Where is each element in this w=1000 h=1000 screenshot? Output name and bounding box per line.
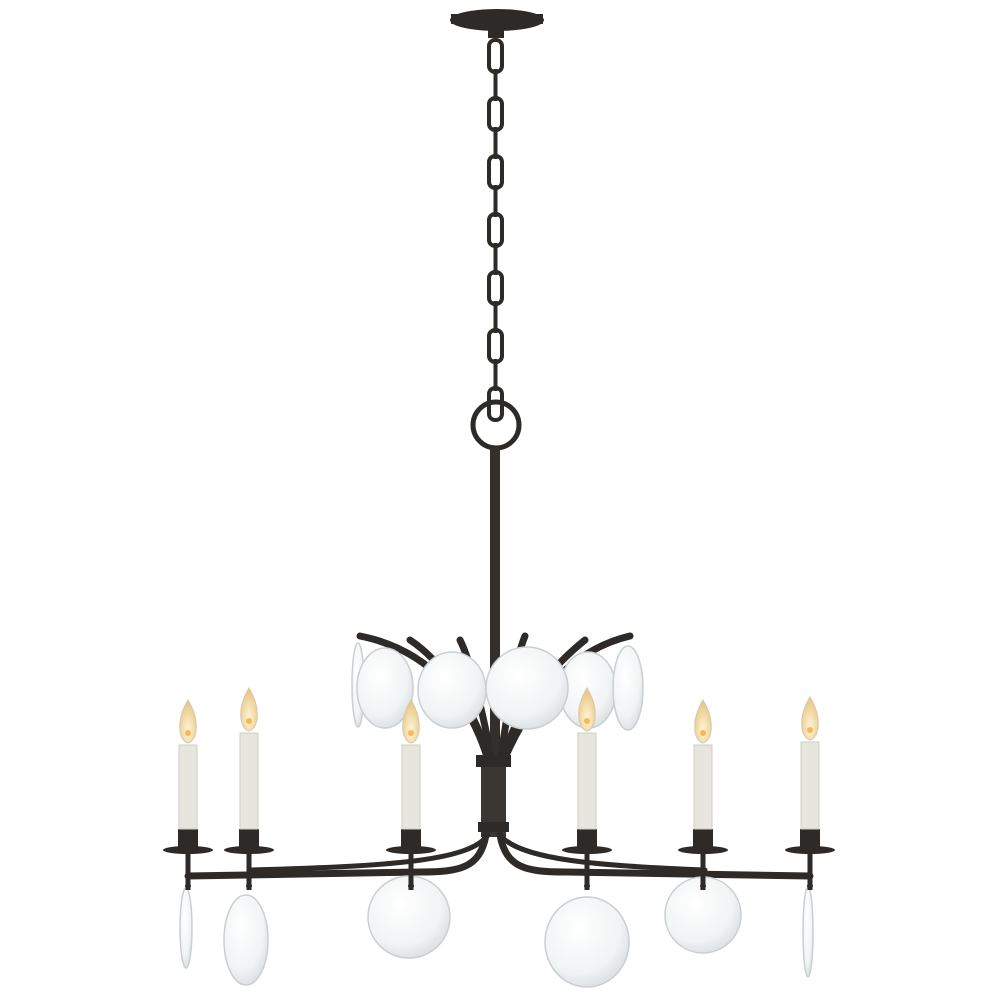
glass-disc — [223, 894, 269, 986]
bobeche — [386, 846, 436, 854]
glass-disc — [417, 651, 487, 729]
ceiling-canopy — [450, 9, 544, 38]
bulb-filament — [807, 727, 813, 733]
glass-disc — [544, 896, 630, 988]
candle-cup — [800, 829, 820, 849]
chain-link — [487, 270, 504, 306]
candle-sleeve — [577, 732, 597, 830]
candle-cup — [577, 829, 597, 849]
candle-socket — [224, 687, 274, 890]
disc-hook — [807, 883, 813, 889]
flame-bulb-icon — [801, 696, 819, 741]
bulb-filament — [700, 730, 706, 736]
flame-bulb-icon — [694, 699, 712, 744]
chain-link — [487, 328, 504, 364]
glass-disc — [356, 647, 414, 729]
bobeche — [562, 846, 612, 854]
hanging-ring — [470, 399, 522, 451]
candle-socket — [678, 699, 728, 890]
glass-disc — [485, 646, 569, 730]
candle-socket — [163, 699, 213, 890]
stem-collar — [476, 755, 511, 767]
candles — [163, 687, 835, 890]
candle-sleeve — [401, 744, 421, 830]
bobeche — [785, 846, 835, 854]
candle-cup — [239, 829, 259, 849]
candle-cup — [178, 829, 198, 849]
bulb-filament — [584, 718, 590, 724]
candle-socket — [386, 699, 436, 890]
bulb-filament — [185, 730, 191, 736]
candle-socket — [785, 696, 835, 890]
candle-socket — [562, 687, 612, 890]
glass-disc — [802, 886, 814, 978]
candle-sleeve — [178, 744, 198, 830]
chain — [487, 38, 504, 422]
bulb-filament — [246, 718, 252, 724]
flame-bulb-icon — [240, 687, 258, 732]
flame-bulb-icon — [402, 699, 420, 744]
flame-bulb-icon — [179, 699, 197, 744]
glass-disc — [612, 645, 644, 731]
disc-hook — [408, 883, 414, 889]
bobeche — [224, 846, 274, 854]
candle-sleeve — [693, 744, 713, 830]
bobeche — [678, 846, 728, 854]
bulb-filament — [408, 730, 414, 736]
chain-link — [487, 96, 504, 132]
disc-hook — [700, 883, 706, 889]
disc-hook — [246, 883, 252, 889]
candle-cup — [693, 829, 713, 849]
bobeche — [163, 846, 213, 854]
flame-bulb-icon — [578, 687, 596, 732]
chain-link — [487, 154, 504, 190]
center-stem — [490, 447, 500, 767]
disc-hook — [584, 883, 590, 889]
candle-cup — [401, 829, 421, 849]
lower-glass-discs — [179, 875, 814, 988]
candle-sleeve — [800, 741, 820, 830]
candle-sleeve — [239, 732, 259, 830]
chain-link — [487, 212, 504, 248]
lower-arms — [184, 831, 814, 880]
glass-disc — [179, 887, 193, 969]
chain-link — [487, 38, 504, 74]
lower-collar — [478, 822, 509, 832]
disc-hook — [185, 883, 191, 889]
